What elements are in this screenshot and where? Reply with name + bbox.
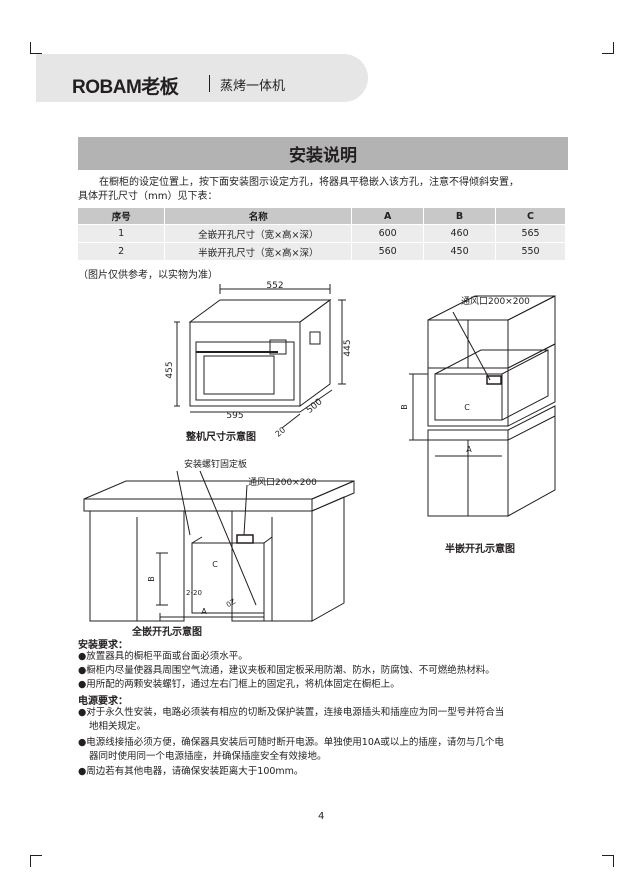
crop-mark-top-left bbox=[30, 42, 31, 54]
crop-mark-bottom-left bbox=[30, 855, 42, 856]
cell-index: 1 bbox=[78, 224, 166, 243]
full-label-a: A bbox=[201, 607, 207, 616]
whole-unit-diagram: 552 455 445 595 500 20 bbox=[165, 281, 353, 439]
crop-mark-top-left bbox=[30, 53, 42, 54]
crop-mark-top-right bbox=[613, 42, 614, 54]
crop-mark-bottom-right bbox=[613, 855, 614, 867]
header-band bbox=[36, 54, 368, 102]
power-req-item: ●电源线接插必须方便，确保器具安装后可随时断开电源。单独使用10A或以上的插座，… bbox=[78, 737, 504, 748]
full-label-c: C bbox=[212, 560, 218, 569]
whole-unit-caption: 整机尺寸示意图 bbox=[186, 432, 256, 443]
dim-right: 445 bbox=[343, 339, 353, 356]
dim-small: 20 bbox=[274, 425, 288, 438]
half-builtin-diagram: 通风口200×200 B A C bbox=[400, 295, 556, 517]
full-vent-label: 通风口200×200 bbox=[248, 477, 317, 488]
install-req-item: ●用所配的两颗安装螺钉，通过左右门框上的固定孔，将机体固定在橱柜上。 bbox=[78, 679, 400, 690]
install-req-heading: 安装要求： bbox=[78, 640, 128, 651]
install-req-item: ●橱柜内尽量使器具周围空气流通，建议夹板和固定板采用防潮、防水，防腐蚀、不可燃绝… bbox=[78, 665, 495, 676]
table-row: 2 半嵌开孔尺寸（宽×高×深） 560 450 550 bbox=[78, 242, 566, 261]
brand-logo: ROBAM老板 bbox=[72, 77, 179, 98]
half-builtin-caption: 半嵌开孔示意图 bbox=[445, 544, 515, 555]
dim-top: 552 bbox=[266, 281, 283, 291]
reference-note: （图片仅供参考，以实物为准） bbox=[78, 270, 218, 281]
table-header-row: 序号 名称 A B C bbox=[78, 208, 566, 225]
intro-line-2: 具体开孔尺寸（mm）见下表： bbox=[78, 191, 218, 202]
full-builtin-diagram: 安装螺钉固定板 通风口200×200 B A C 2-20 0Z bbox=[83, 458, 355, 622]
cell-a: 560 bbox=[351, 242, 425, 261]
col-header-b: B bbox=[423, 208, 497, 225]
full-builtin-caption: 全嵌开孔示意图 bbox=[132, 627, 202, 638]
cell-index: 2 bbox=[78, 242, 166, 261]
col-header-index: 序号 bbox=[78, 208, 166, 225]
half-label-c: C bbox=[464, 403, 470, 412]
full-label-b: B bbox=[147, 576, 156, 582]
cell-c: 550 bbox=[495, 242, 566, 261]
cell-name: 全嵌开孔尺寸（宽×高×深） bbox=[164, 224, 353, 243]
cutout-size-table: 序号 名称 A B C 1 全嵌开孔尺寸（宽×高×深） 600 460 565 … bbox=[78, 208, 566, 261]
power-req-item-cont: 器同时使用同一个电源插座，并确保插座安全有效接地。 bbox=[89, 751, 327, 762]
cell-c: 565 bbox=[495, 224, 566, 243]
crop-mark-bottom-right bbox=[602, 855, 614, 856]
full-label-d2: 0Z bbox=[225, 597, 237, 609]
power-req-item-cont: 地相关规定。 bbox=[89, 721, 147, 732]
half-label-a: A bbox=[466, 445, 472, 454]
page-number: 4 bbox=[318, 811, 325, 822]
power-req-item: ●周边若有其他电器，请确保安装距离大于100mm。 bbox=[78, 766, 304, 777]
col-header-a: A bbox=[351, 208, 425, 225]
section-title: 安装说明 bbox=[78, 137, 568, 170]
crop-mark-bottom-left bbox=[30, 855, 31, 867]
half-label-b: B bbox=[400, 404, 409, 410]
power-req-item: ●对于永久性安装，电路必须装有相应的切断及保护装置，连接电源插头和插座应为同一型… bbox=[78, 707, 505, 718]
col-header-name: 名称 bbox=[164, 208, 353, 225]
cell-a: 600 bbox=[351, 224, 425, 243]
table-row: 1 全嵌开孔尺寸（宽×高×深） 600 460 565 bbox=[78, 224, 566, 243]
crop-mark-top-right bbox=[602, 53, 614, 54]
cell-b: 450 bbox=[423, 242, 497, 261]
cell-name: 半嵌开孔尺寸（宽×高×深） bbox=[164, 242, 353, 261]
install-req-item: ●放置器具的橱柜平面或台面必须水平。 bbox=[78, 651, 248, 662]
full-screw-label: 安装螺钉固定板 bbox=[184, 458, 247, 470]
intro-line-1: 在橱柜的设定位置上，按下面安装图示设定方孔，将器具平稳嵌入该方孔，注意不得倾斜安… bbox=[99, 177, 519, 188]
header-divider bbox=[209, 75, 210, 92]
product-name: 蒸烤一体机 bbox=[220, 79, 286, 94]
dim-left: 455 bbox=[165, 361, 175, 378]
full-label-d1: 2-20 bbox=[186, 589, 202, 597]
dim-bottom: 595 bbox=[226, 411, 243, 421]
cell-b: 460 bbox=[423, 224, 497, 243]
col-header-c: C bbox=[495, 208, 566, 225]
half-vent-label: 通风口200×200 bbox=[461, 296, 530, 307]
power-req-heading: 电源要求： bbox=[78, 696, 128, 707]
